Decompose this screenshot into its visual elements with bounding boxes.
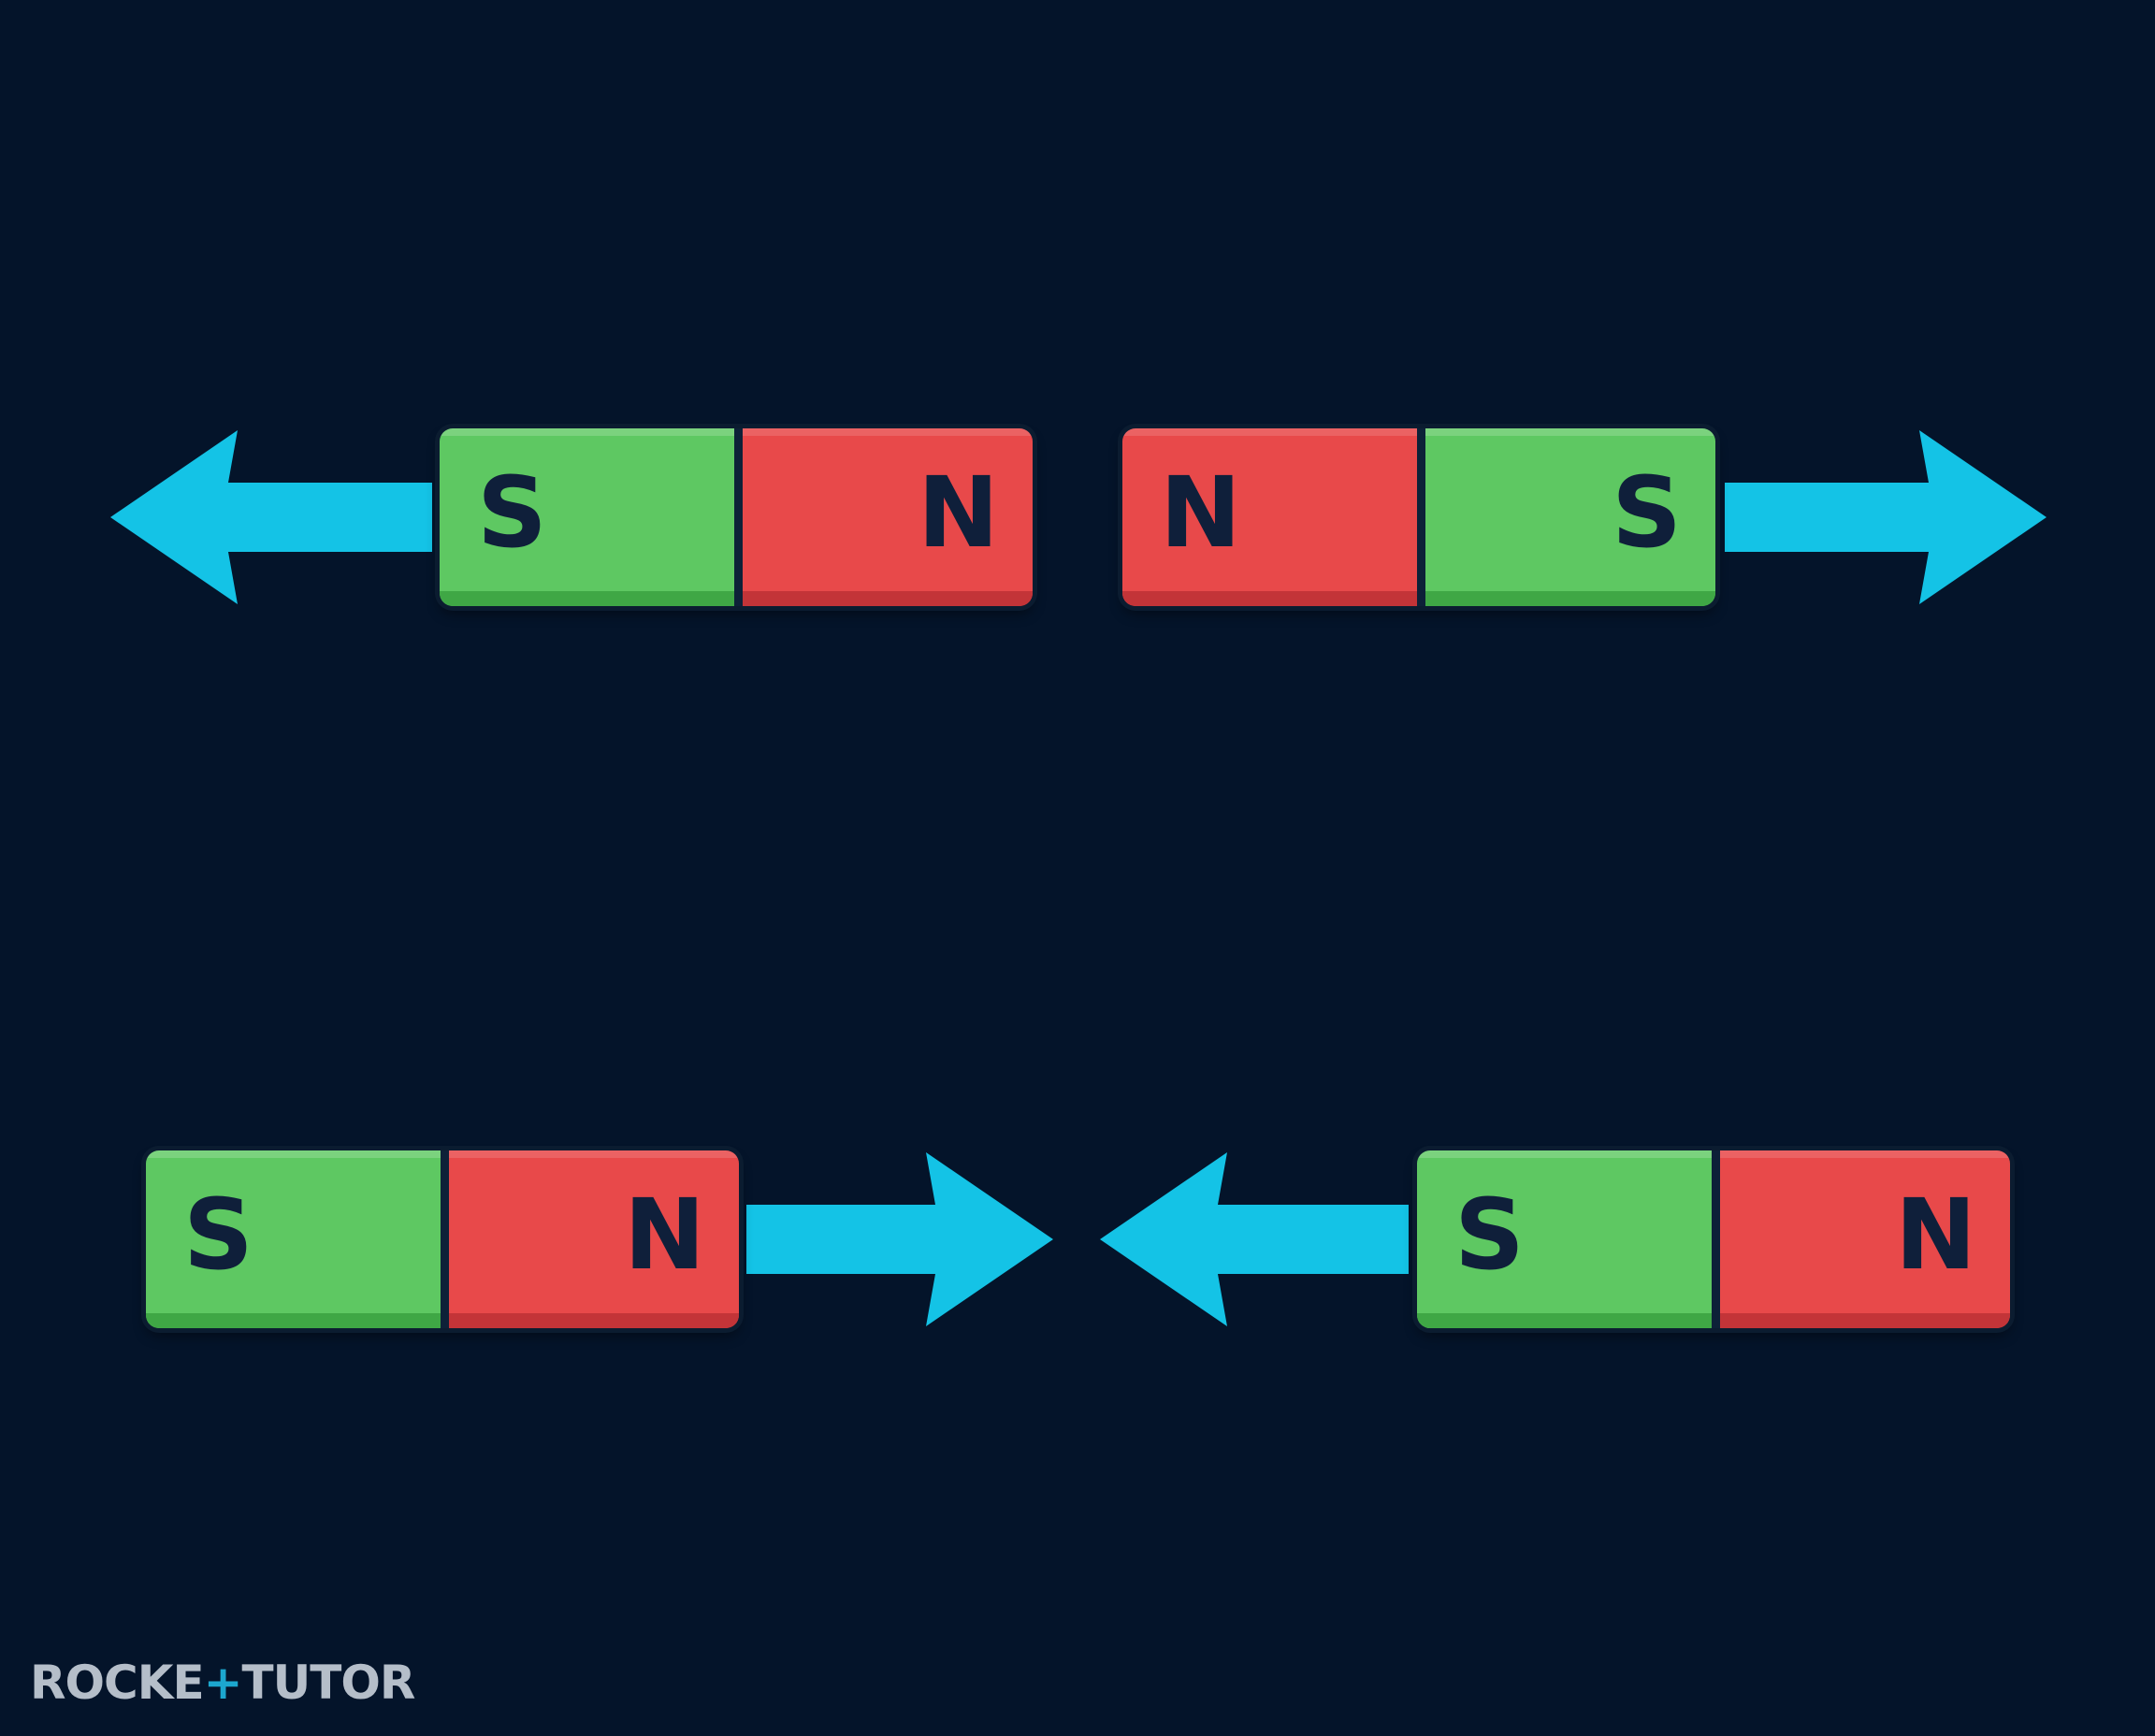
- magnet-top-left: S N: [440, 428, 1033, 606]
- logo-text-a: ROCKE: [30, 1656, 205, 1710]
- pole-label: S: [183, 1178, 253, 1292]
- pole-divider: [1711, 1150, 1720, 1328]
- logo-text-b: TUTOR: [241, 1656, 416, 1710]
- logo-plus: +: [203, 1656, 243, 1710]
- pole-label: S: [1454, 1178, 1525, 1292]
- pole-label: N: [1894, 1178, 1976, 1292]
- south-pole: S: [1417, 1150, 1712, 1328]
- north-pole: N: [448, 1150, 739, 1328]
- watermark-logo: ROCKE+TUTOR: [30, 1656, 416, 1710]
- pole-label: S: [477, 456, 547, 570]
- pole-label: N: [1160, 456, 1242, 570]
- south-pole: S: [440, 428, 734, 606]
- pole-label: S: [1612, 456, 1682, 570]
- pole-divider: [1416, 428, 1425, 606]
- north-pole: N: [1122, 428, 1417, 606]
- south-pole: S: [146, 1150, 441, 1328]
- magnet-bottom-right: S N: [1417, 1150, 2010, 1328]
- arrow-left-icon: [1100, 1152, 1409, 1326]
- magnet-bottom-left: S N: [146, 1150, 739, 1328]
- south-pole: S: [1425, 428, 1715, 606]
- magnet-top-right: N S: [1122, 428, 1715, 606]
- north-pole: N: [1719, 1150, 2010, 1328]
- pole-label: N: [623, 1178, 705, 1292]
- arrow-right-icon: [746, 1152, 1053, 1326]
- north-pole: N: [742, 428, 1033, 606]
- pole-divider: [733, 428, 743, 606]
- pole-label: N: [917, 456, 999, 570]
- arrow-left-icon: [110, 430, 432, 604]
- arrow-right-icon: [1725, 430, 2047, 604]
- pole-divider: [440, 1150, 449, 1328]
